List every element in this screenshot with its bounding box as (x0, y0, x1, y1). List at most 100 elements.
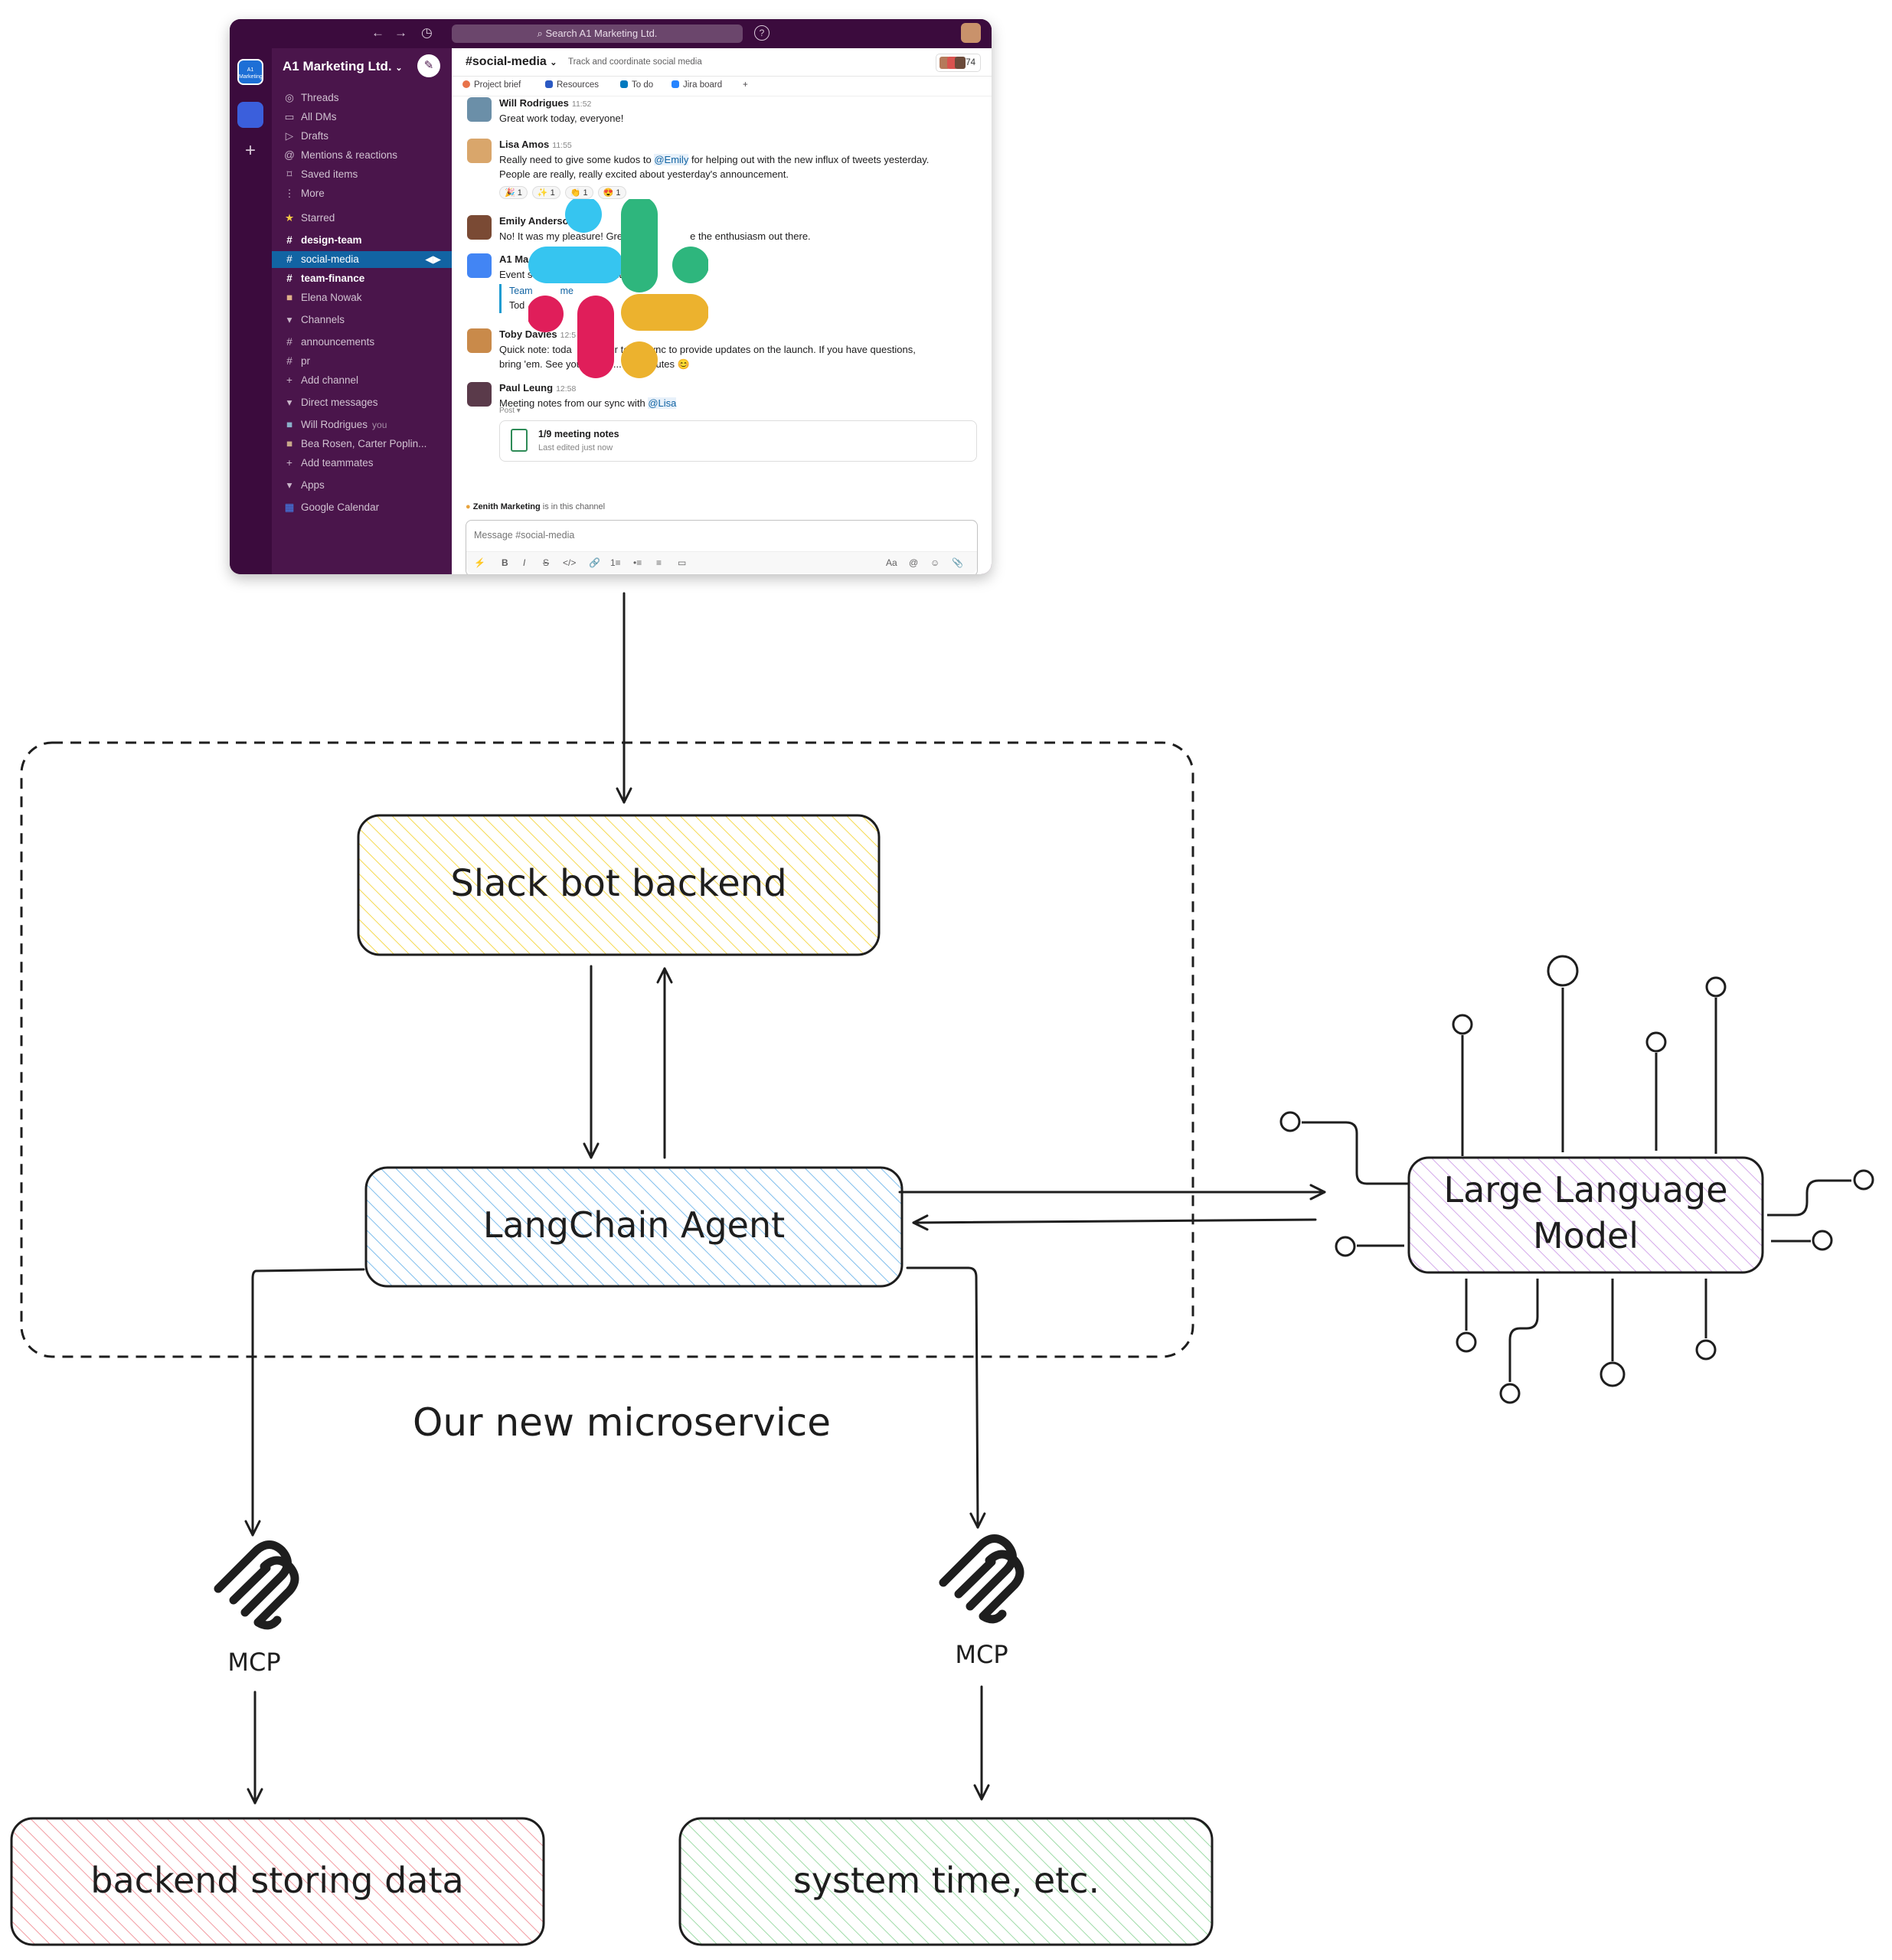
more-icon: ⋮ (284, 188, 295, 199)
hash-icon: # (286, 273, 292, 284)
help-icon[interactable]: ? (754, 25, 770, 41)
sidebar-item-team-finance[interactable]: #team-finance (272, 270, 452, 287)
workspace-icon-secondary[interactable] (237, 102, 263, 128)
blockquote-button[interactable]: ≡ (656, 557, 662, 568)
code-button[interactable]: </> (563, 557, 577, 568)
sidebar-app-google-calendar[interactable]: ▦Google Calendar (272, 499, 452, 516)
workspace-icon-a1[interactable]: A1 Marketing (237, 59, 263, 85)
sidebar-item-all-dms[interactable]: ▭All DMs (272, 109, 452, 126)
avatar[interactable] (467, 97, 492, 122)
reaction-pill[interactable]: ✨ 1 (531, 186, 560, 199)
tab-jira-board[interactable]: Jira board (672, 80, 722, 90)
sidebar-item-more[interactable]: ⋮More (272, 185, 452, 202)
arrow-agent-to-mcp-left (244, 1268, 365, 1537)
search-placeholder: Search A1 Marketing Ltd. (545, 28, 658, 39)
sidebar-item-design-team[interactable]: #design-team (272, 232, 452, 249)
slack-sidebar: A1 Marketing Ltd. ⌄ ✎ ◎Threads ▭All DMs … (272, 48, 452, 574)
bullet-list-button[interactable]: •≡ (633, 557, 642, 568)
message-text: Really need to give some kudos to @Emily… (499, 154, 930, 180)
avatar[interactable] (467, 382, 492, 407)
in-channel-notice: ● Zenith Marketing is in this channel (466, 502, 606, 511)
tab-to-do[interactable]: To do (620, 80, 653, 90)
avatar[interactable] (467, 215, 492, 240)
hash-icon: # (286, 355, 292, 367)
mention-emily[interactable]: @Emily (654, 154, 689, 165)
mcp-left-icon (214, 1540, 299, 1630)
formatting-button[interactable]: Aa (886, 557, 897, 568)
italic-button[interactable]: I (523, 557, 526, 568)
composer-toolbar: ⚡ B I S </> 🔗 1≡ •≡ ≡ ▭ Aa @ ☺ 📎 (466, 551, 977, 573)
plus-icon: + (286, 374, 292, 386)
calendar-icon[interactable] (467, 253, 492, 278)
reaction-pill[interactable]: 🎉 1 (499, 186, 528, 199)
channel-name[interactable]: #social-media ⌄ (466, 55, 557, 68)
reaction-pill[interactable]: 👏 1 (564, 186, 593, 199)
sidebar-add-channel[interactable]: +Add channel (272, 372, 452, 389)
mention-button[interactable]: @ (909, 557, 919, 568)
history-clock-icon[interactable]: ◷ (421, 25, 433, 40)
sidebar-dm-group[interactable]: ■Bea Rosen, Carter Poplin... (272, 436, 452, 452)
sidebar-add-teammates[interactable]: +Add teammates (272, 455, 452, 472)
sidebar-item-saved[interactable]: ⌑Saved items (272, 166, 452, 183)
sidebar-item-pr[interactable]: #pr (272, 353, 452, 370)
file-card[interactable]: 1/9 meeting notes Last edited just now (499, 420, 977, 462)
sidebar-section-starred[interactable]: ★Starred (272, 210, 452, 227)
avatar[interactable] (467, 139, 492, 163)
arrows (244, 592, 1326, 1805)
plus-icon: + (286, 457, 292, 469)
sidebar-item-social-media[interactable]: #social-media◀▶ (272, 251, 452, 268)
file-title: 1/9 meeting notes (538, 429, 619, 439)
microservice-boundary (20, 741, 1194, 1358)
sidebar-item-drafts[interactable]: ▷Drafts (272, 128, 452, 145)
add-workspace-button[interactable]: + (244, 140, 256, 161)
arrow-agent-to-mcp-right (906, 1266, 986, 1529)
avatar[interactable] (467, 328, 492, 353)
message-author: Emily Anderson (499, 215, 575, 227)
strikethrough-button[interactable]: S (543, 557, 550, 568)
sidebar-section-apps[interactable]: ▾Apps (272, 477, 452, 494)
slack-bot-backend-node (357, 814, 881, 956)
workspace-name[interactable]: A1 Marketing Ltd. ⌄ (283, 59, 403, 74)
sidebar-section-dms[interactable]: ▾Direct messages (272, 394, 452, 411)
numbered-list-button[interactable]: 1≡ (610, 557, 621, 568)
slack-bot-backend-label: Slack bot backend (450, 862, 786, 905)
compose-icon[interactable]: ✎ (417, 54, 440, 77)
back-arrow-icon[interactable]: ← (371, 25, 384, 40)
channel-members-button[interactable]: 74 (936, 54, 981, 72)
tab-resources[interactable]: Resources (545, 80, 599, 90)
project-brief-icon (462, 80, 470, 88)
message-composer: ⚡ B I S </> 🔗 1≡ •≡ ≡ ▭ Aa @ ☺ 📎 (466, 520, 978, 574)
message-author: A1 Ma (499, 253, 529, 265)
search-bar[interactable]: ⌕ Search A1 Marketing Ltd. (452, 24, 743, 43)
tab-project-brief[interactable]: Project brief (462, 80, 521, 90)
backend-storing-data-node (10, 1817, 545, 1946)
bold-button[interactable]: B (502, 557, 508, 568)
at-icon: @ (284, 149, 295, 161)
post-label[interactable]: Post ▾ (499, 407, 521, 415)
emoji-icon[interactable]: ☺ (930, 557, 940, 568)
sidebar-section-channels[interactable]: ▾Channels (272, 312, 452, 328)
llm-label-line2: Model (1533, 1215, 1639, 1256)
sidebar-item-mentions[interactable]: @Mentions & reactions (272, 147, 452, 164)
sidebar-item-threads[interactable]: ◎Threads (272, 90, 452, 106)
forward-arrow-icon[interactable]: → (394, 25, 407, 40)
channel-topic: Track and coordinate social media (568, 57, 702, 67)
add-tab-button[interactable]: + (743, 80, 748, 90)
caret-down-icon: ▾ (286, 479, 292, 491)
sidebar-item-elena-nowak[interactable]: ■Elena Nowak (272, 289, 452, 306)
sidebar-item-announcements[interactable]: #announcements (272, 334, 452, 351)
system-time-label: system time, etc. (793, 1860, 1100, 1901)
chevron-down-icon: ⌄ (395, 64, 403, 73)
mention-lisa[interactable]: @Lisa (648, 397, 677, 409)
code-block-button[interactable]: ▭ (678, 557, 687, 568)
user-avatar[interactable] (961, 23, 981, 43)
message-input[interactable] (472, 525, 966, 545)
message-text: Meeting notes from our sync with @Lisa (499, 397, 677, 409)
link-icon[interactable]: 🔗 (589, 557, 600, 568)
message-text: Great work today, everyone! (499, 113, 624, 124)
attach-icon[interactable]: 📎 (952, 557, 963, 568)
reaction-pill[interactable]: 😍 1 (597, 186, 626, 199)
shortcuts-icon[interactable]: ⚡ (474, 557, 485, 568)
